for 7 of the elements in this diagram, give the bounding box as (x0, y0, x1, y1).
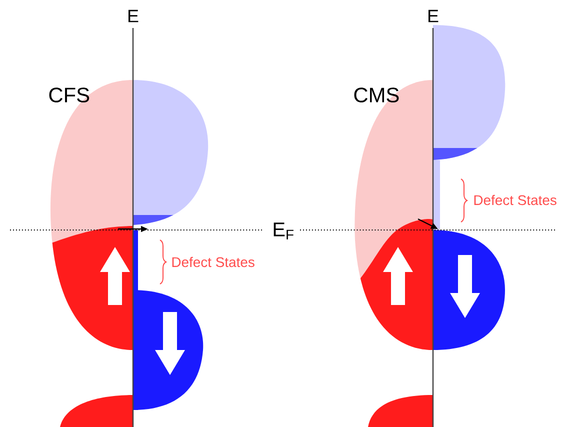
panel-title: CFS (49, 88, 90, 102)
axis-label: E (128, 10, 138, 22)
panel-title: CMS (354, 88, 399, 102)
annotation-text: Defect States (474, 194, 556, 206)
axis-label: E (428, 10, 438, 22)
fermi-level-label: E$_{F}$ (274, 222, 294, 240)
annotation-text: Defect States (172, 256, 254, 268)
